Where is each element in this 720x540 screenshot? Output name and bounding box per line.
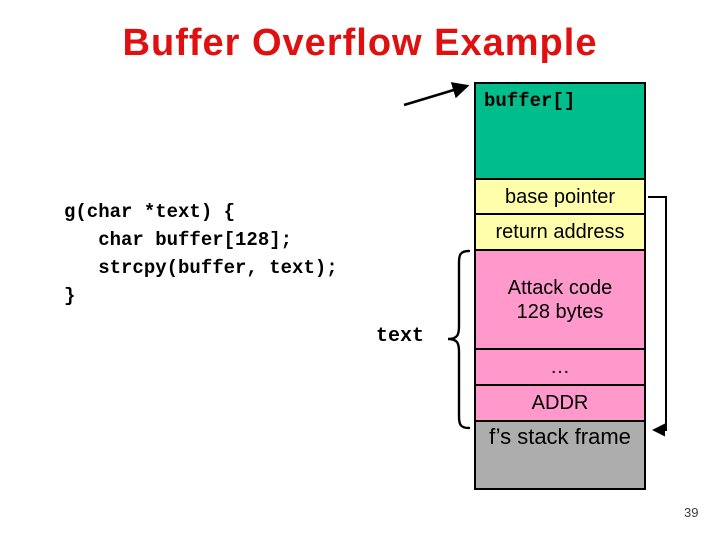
stack-cell-addr: ADDR <box>476 384 644 420</box>
code-snippet: g(char *text) { char buffer[128]; strcpy… <box>64 201 338 307</box>
base-pointer-loop-arrow-icon <box>648 196 667 437</box>
buffer-pointer-arrow-icon <box>403 82 470 107</box>
stack-cell-base-pointer: base pointer <box>476 178 644 213</box>
text-argument-label: text <box>376 325 425 348</box>
stack-cell-stack-frame: f’s stack frame <box>476 420 644 488</box>
stack-cell-attack-code: Attack code 128 bytes <box>476 249 644 348</box>
stack-cell-buffer: buffer[] <box>476 84 644 178</box>
text-brace-icon <box>447 249 471 430</box>
stack-cell-ellipsis: … <box>476 348 644 384</box>
page-number: 39 <box>684 505 699 520</box>
stack-diagram: buffer[] base pointer return address Att… <box>474 82 646 490</box>
stack-cell-return-address: return address <box>476 213 644 249</box>
slide-title: Buffer Overflow Example <box>122 22 598 64</box>
